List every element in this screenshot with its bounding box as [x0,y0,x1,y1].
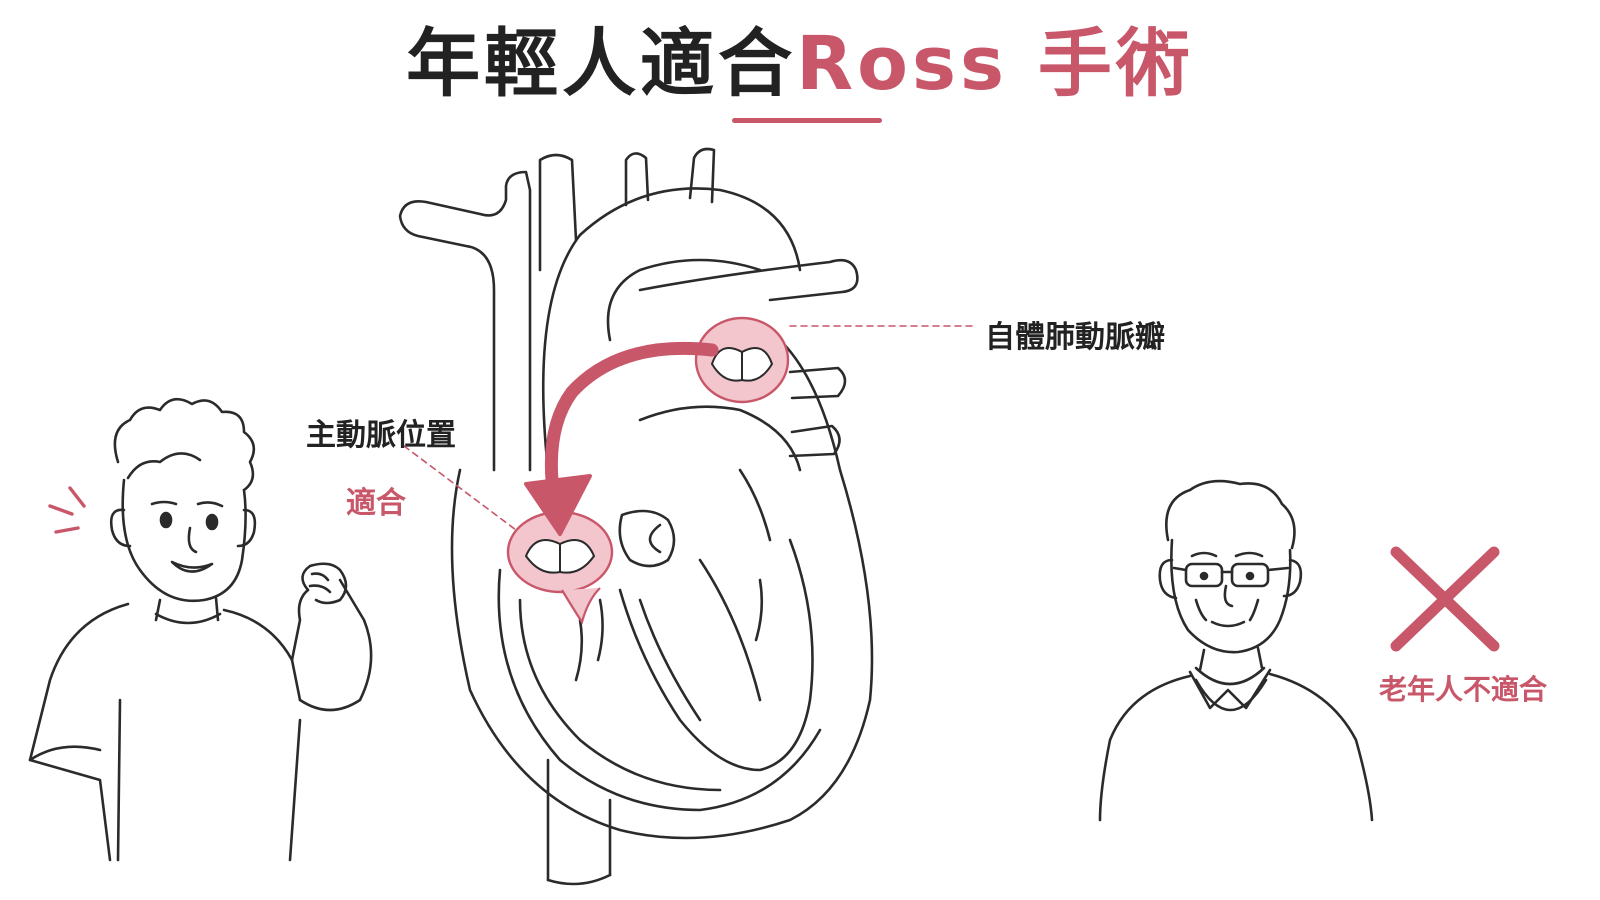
page-title: 年輕人適合Ross 手術 [0,21,1600,107]
label-aortic-position: 主動脈位置 [306,418,456,453]
red-x-icon [1390,546,1500,652]
label-elderly-unsuitable: 老年人不適合 [1379,673,1548,706]
title-underline [732,118,882,123]
heart-diagram [398,147,874,886]
curved-arrow-icon [524,341,719,536]
title-main: 年輕人適合 [406,21,797,107]
pulmonary-valve-highlight [694,316,790,404]
excitement-marks [48,486,86,534]
label-pulmonary-valve: 自體肺動脈瓣 [985,320,1165,355]
aortic-leader-line [403,445,541,549]
title-accent: Ross 手術 [796,21,1194,107]
label-suitable: 適合 [346,486,406,521]
elderly-man-figure [1098,479,1374,822]
aortic-position-valve-highlight [506,510,614,625]
young-man-figure [28,397,373,862]
